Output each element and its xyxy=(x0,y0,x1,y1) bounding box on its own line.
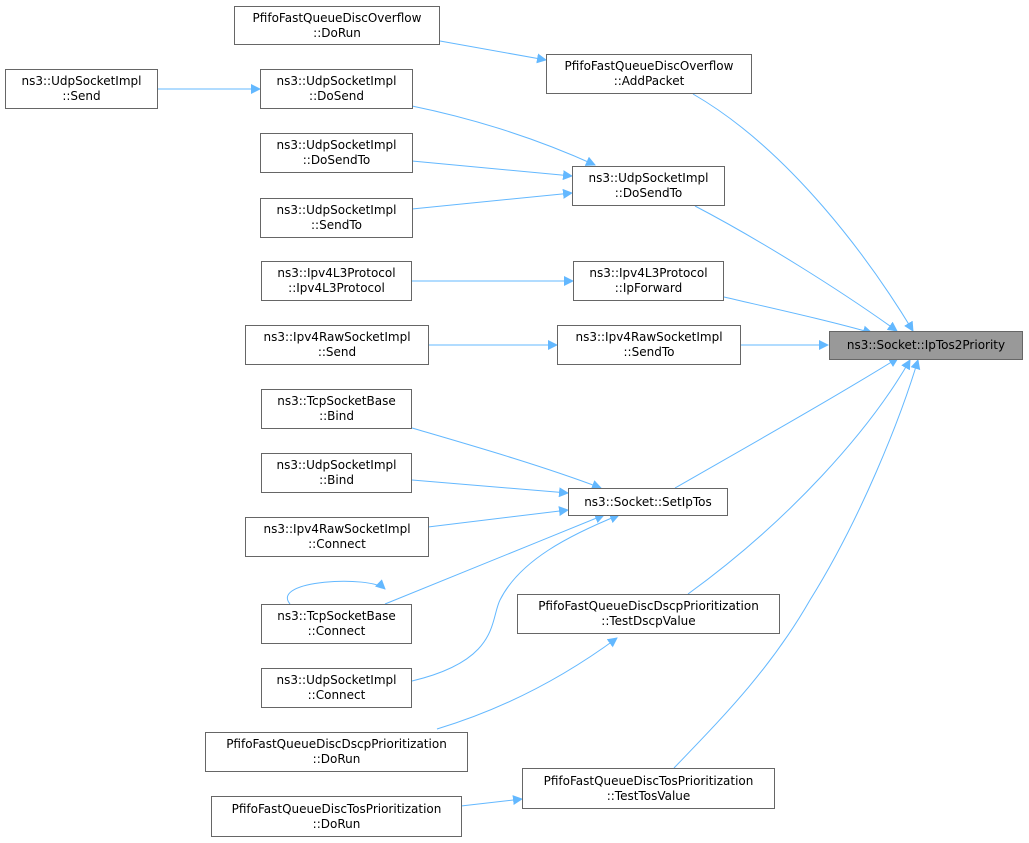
edge-udp-dosendto-to-root xyxy=(694,205,898,332)
node-udp-connect[interactable]: ns3::UdpSocketImpl ::Connect xyxy=(261,668,412,708)
edge-dscp-test-to-root xyxy=(687,359,911,595)
edge-tcp-bind-to-setiptos xyxy=(411,427,602,490)
node-label-line1: ns3::Ipv4RawSocketImpl xyxy=(263,330,411,344)
node-tcp-connect[interactable]: ns3::TcpSocketBase ::Connect xyxy=(261,604,412,644)
edge-udp-dosend-to-udp-dosendto xyxy=(411,105,596,166)
node-label-line2: ::DoRun xyxy=(313,25,361,40)
node-label-line2: ::Bind xyxy=(319,409,354,423)
node-label: ns3::Socket::SetIpTos xyxy=(584,494,712,509)
edge-udp-bind-to-setiptos xyxy=(411,479,569,498)
node-label-line1: ns3::UdpSocketImpl xyxy=(276,673,397,687)
node-dscp-testdscpvalue[interactable]: PfifoFastQueueDiscDscpPrioritization ::T… xyxy=(517,594,780,634)
node-tos-testtosvalue[interactable]: PfifoFastQueueDiscTosPrioritization ::Te… xyxy=(522,768,775,809)
edge-raw-connect-to-setiptos xyxy=(427,506,569,528)
node-label-line2: ::DoRun xyxy=(312,816,361,831)
node-udp-bind[interactable]: ns3::UdpSocketImpl ::Bind xyxy=(261,453,412,493)
node-label-line2: ::Ipv4L3Protocol xyxy=(288,281,385,295)
node-udp-send[interactable]: ns3::UdpSocketImpl ::Send xyxy=(5,69,158,109)
node-label-line1: ns3::TcpSocketBase xyxy=(277,394,396,408)
node-tos-dorun[interactable]: PfifoFastQueueDiscTosPrioritization ::Do… xyxy=(211,796,462,837)
node-udp-sendto[interactable]: ns3::UdpSocketImpl ::SendTo xyxy=(260,198,413,238)
node-label-line2: ::TestTosValue xyxy=(606,788,691,803)
node-tcp-bind[interactable]: ns3::TcpSocketBase ::Bind xyxy=(261,389,412,429)
node-label-line1: PfifoFastQueueDiscDscpPrioritization xyxy=(226,737,447,751)
node-label-line2: ::DoSendTo xyxy=(302,153,371,167)
node-socket-iptos2priority: ns3::Socket::IpTos2Priority xyxy=(829,331,1023,360)
node-label-line1: PfifoFastQueueDiscOverflow xyxy=(564,59,734,73)
node-udp-dosendto[interactable]: ns3::UdpSocketImpl ::DoSendTo xyxy=(572,166,725,206)
node-label-line2: ::DoSendTo xyxy=(614,186,683,200)
node-label-line2: ::SendTo xyxy=(311,218,362,232)
node-socket-setiptos[interactable]: ns3::Socket::SetIpTos xyxy=(568,488,728,516)
node-label-line2: ::TestDscpValue xyxy=(601,614,696,628)
node-label-line1: ns3::UdpSocketImpl xyxy=(276,74,397,88)
node-label-line2: ::DoSend xyxy=(309,89,364,103)
node-raw-sendto[interactable]: ns3::Ipv4RawSocketImpl ::SendTo xyxy=(557,325,741,365)
edge-udp-connect-to-setiptos xyxy=(411,513,620,682)
node-label-line1: ns3::Ipv4L3Protocol xyxy=(277,266,396,280)
node-label-line2: ::AddPacket xyxy=(613,74,685,88)
edge-tcp-connect-to-setiptos xyxy=(384,513,605,605)
node-label-line1: PfifoFastQueueDiscTosPrioritization xyxy=(231,801,442,816)
node-label-line1: ns3::UdpSocketImpl xyxy=(588,171,709,185)
node-label-line1: ns3::Ipv4RawSocketImpl xyxy=(575,330,723,344)
node-label-line2: ::IpForward xyxy=(614,281,683,295)
node-raw-send[interactable]: ns3::Ipv4RawSocketImpl ::Send xyxy=(245,325,429,365)
node-label-line2: ::Send xyxy=(317,345,357,359)
node-label-line2: ::SendTo xyxy=(623,345,675,359)
node-label-line1: ns3::TcpSocketBase xyxy=(277,609,396,623)
node-label-line1: PfifoFastQueueDiscDscpPrioritization xyxy=(538,599,759,613)
node-label-line1: PfifoFastQueueDiscTosPrioritization xyxy=(543,773,754,788)
node-label-line2: ::Connect xyxy=(307,688,366,702)
node-label-line2: ::Connect xyxy=(308,537,366,551)
edge-tos-dorun-to-tos-test xyxy=(460,795,523,807)
edge-tcp-connect-self xyxy=(286,579,386,605)
node-udp-dosendto-2[interactable]: ns3::UdpSocketImpl ::DoSendTo xyxy=(260,133,413,173)
node-label-line2: ::DoRun xyxy=(312,752,361,766)
edge-tos-test-to-root xyxy=(673,359,921,769)
node-label-line1: ns3::UdpSocketImpl xyxy=(276,203,397,217)
node-udp-dosend[interactable]: ns3::UdpSocketImpl ::DoSend xyxy=(260,69,413,109)
edge-udp-dosendto2-to-udp-dosendto xyxy=(411,160,573,181)
node-ipv4-ipforward[interactable]: ns3::Ipv4L3Protocol ::IpForward xyxy=(573,261,724,301)
node-label-line1: ns3::Ipv4RawSocketImpl xyxy=(263,522,411,536)
node-label-line2: ::Connect xyxy=(307,624,366,638)
node-label-line1: ns3::Ipv4L3Protocol xyxy=(589,266,708,280)
node-label-line2: ::Send xyxy=(62,89,101,103)
edge-setiptos-to-root xyxy=(674,357,899,489)
edge-ipforward-to-root xyxy=(723,296,873,336)
edge-dscp-dorun-to-dscp-test xyxy=(436,637,618,730)
node-ovf-dorun[interactable]: PfifoFastQueueDiscOverflow ::DoRun xyxy=(234,6,440,45)
node-ovf-addpacket[interactable]: PfifoFastQueueDiscOverflow ::AddPacket xyxy=(546,54,752,94)
node-label-line1: ns3::UdpSocketImpl xyxy=(21,74,142,88)
edge-ovf-dorun-to-ovf-addpacket xyxy=(439,40,547,64)
node-label-line1: ns3::UdpSocketImpl xyxy=(276,138,397,152)
node-label-line1: PfifoFastQueueDiscOverflow xyxy=(252,10,422,25)
node-label: ns3::Socket::IpTos2Priority xyxy=(846,338,1006,352)
edge-ovf-addpacket-to-root xyxy=(692,93,914,332)
node-label-line2: ::Bind xyxy=(319,473,354,487)
edge-udp-sendto-to-udp-dosendto xyxy=(411,188,573,210)
node-raw-connect[interactable]: ns3::Ipv4RawSocketImpl ::Connect xyxy=(245,517,429,557)
node-label-line1: ns3::UdpSocketImpl xyxy=(276,458,397,472)
node-ipv4-l3protocol-ctor[interactable]: ns3::Ipv4L3Protocol ::Ipv4L3Protocol xyxy=(261,261,412,301)
node-dscp-dorun[interactable]: PfifoFastQueueDiscDscpPrioritization ::D… xyxy=(205,732,468,772)
